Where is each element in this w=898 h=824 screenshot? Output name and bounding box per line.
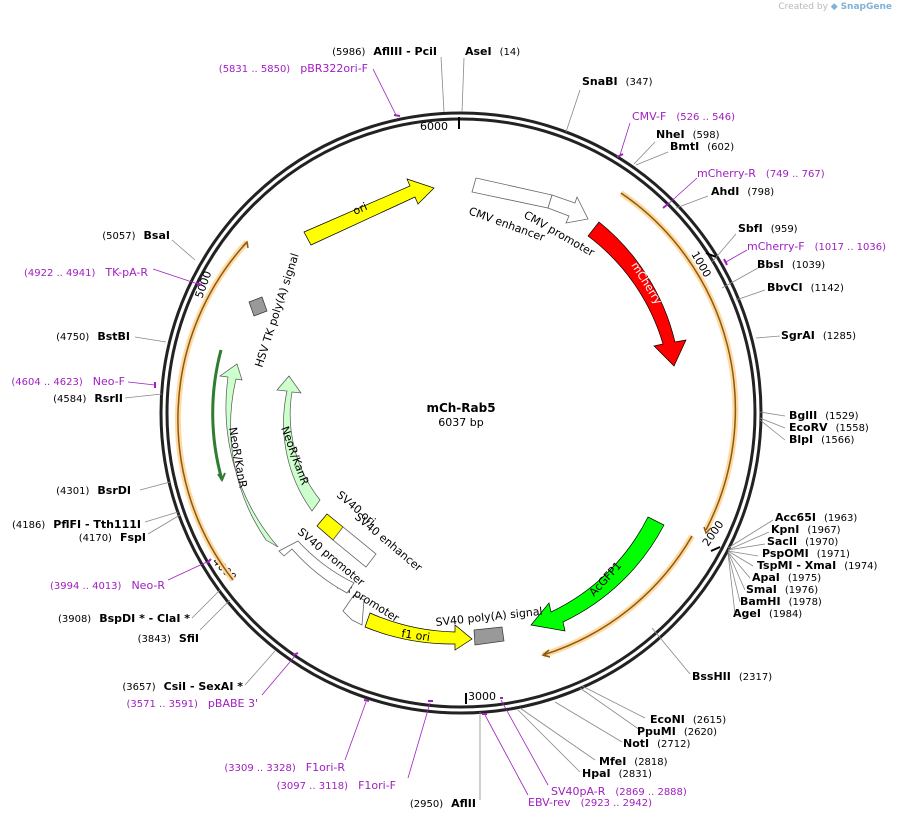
sv40-promoter-arrow[interactable] — [278, 540, 355, 594]
primer-leader-lines — [127, 68, 748, 796]
site-bbsi: BbsI(1039) — [757, 258, 825, 271]
mcherry-arrow[interactable] — [587, 221, 687, 367]
site-bspdi-clai: (3908)BspDI * - ClaI * — [58, 612, 190, 625]
site-blpi: BlpI(1566) — [789, 433, 854, 446]
orf-arcs — [174, 190, 739, 658]
sv40-polya-label: SV40 poly(A) signal — [435, 605, 543, 629]
site-labels: AseI(14) SnaBI(347) NheI(598) BmtI(602) … — [12, 45, 878, 810]
sv40-enhancer-box[interactable] — [332, 526, 377, 568]
site-hpai: HpaI(2831) — [582, 767, 652, 780]
f1-ori-arrow[interactable] — [364, 612, 473, 651]
neor-outer-label: NeoR/KanR — [226, 426, 250, 489]
snapgene-logo-icon: ◆ — [830, 2, 838, 12]
site-ppumi: PpuMI(2620) — [637, 725, 717, 738]
primer-ebv-rev: EBV-rev(2923 .. 2942) — [528, 796, 652, 809]
site-mfei: MfeI(2818) — [599, 755, 668, 768]
snapgene-watermark: Created by ◆ SnapGene — [778, 2, 892, 12]
site-sbfi: SbfI(959) — [738, 222, 798, 235]
site-leader-lines — [124, 56, 786, 800]
site-pflfi-tth111i: (4186)PflFI - Tth111I — [12, 518, 141, 531]
primer-cmv-f: CMV-F(526 .. 546) — [632, 110, 735, 123]
site-noti: NotI(2712) — [623, 737, 690, 750]
primer-f1ori-r: (3309 .. 3328)F1ori-R — [224, 761, 345, 774]
site-kpni: KpnI(1967) — [771, 523, 841, 536]
tick-3000: 3000 — [468, 690, 496, 703]
primer-f1ori-f: (3097 .. 3118)F1ori-F — [277, 779, 396, 792]
site-acc65i: Acc65I(1963) — [775, 511, 857, 524]
site-asei: AseI(14) — [465, 45, 520, 58]
site-sgrai: SgrAI(1285) — [781, 329, 856, 342]
tick-6000: 6000 — [420, 120, 448, 133]
primer-labels: CMV-F(526 .. 546) mCherry-R(749 .. 767) … — [11, 62, 886, 809]
backbone — [159, 111, 763, 715]
site-snabi: SnaBI(347) — [582, 75, 653, 88]
neor-inner-arrow[interactable] — [276, 375, 321, 512]
primer-sv40pa-r: SV40pA-R(2869 .. 2888) — [551, 785, 687, 798]
site-csii-sexai: (3657)CsiI - SexAI * — [122, 680, 243, 693]
primer-neo-r: (3994 .. 4013)Neo-R — [50, 579, 165, 592]
site-econi: EcoNI(2615) — [650, 713, 726, 726]
site-bamhi: BamHI(1978) — [740, 595, 822, 608]
site-bsshii: BssHII(2317) — [692, 670, 772, 683]
primer-mcherry-f: mCherry-F(1017 .. 1036) — [747, 240, 886, 253]
primer-neo-f: (4604 .. 4623)Neo-F — [11, 375, 125, 388]
site-ahdi: AhdI(798) — [711, 185, 774, 198]
site-ecorv: EcoRV(1558) — [789, 421, 869, 434]
ori-label: ori — [351, 200, 369, 218]
site-bglii: BglII(1529) — [789, 409, 859, 422]
f1-ori-label: f1 ori — [401, 627, 431, 644]
site-fspi: (4170)FspI — [79, 531, 146, 544]
ori-arrow[interactable] — [303, 178, 435, 246]
primer-pbabe-3: (3571 .. 3591)pBABE 3' — [127, 697, 259, 710]
site-nhei: NheI(598) — [656, 128, 720, 141]
primer-pbr322ori-f: (5831 .. 5850)pBR322ori-F — [219, 62, 368, 75]
cmv-promoter-arrow[interactable] — [547, 194, 589, 224]
neor-outer-arrow[interactable] — [219, 363, 279, 548]
plasmid-length: 6037 bp — [438, 416, 483, 429]
primer-mcherry-r: mCherry-R(749 .. 767) — [697, 167, 825, 180]
site-rsrii: (4584)RsrII — [53, 392, 123, 405]
cmv-enhancer-arrow[interactable] — [471, 177, 553, 209]
acgfp1-arrow[interactable] — [530, 516, 665, 632]
site-bsai: (5057)BsaI — [102, 229, 170, 242]
ampr-promoter-arrow[interactable] — [342, 594, 365, 626]
site-afliii-pcii: (5986)AflIII - PciI — [332, 45, 437, 58]
site-agei: AgeI(1984) — [733, 607, 802, 620]
site-bbvci: BbvCI(1142) — [767, 281, 844, 294]
site-bstbi: (4750)BstBI — [56, 330, 130, 343]
site-pspomi: PspOMI(1971) — [762, 547, 850, 560]
site-tspmi-xmai: TspMI - XmaI(1974) — [757, 559, 878, 572]
site-sfii: (3843)SfiI — [138, 632, 199, 645]
site-apai: ApaI(1975) — [752, 571, 821, 584]
site-smai: SmaI(1976) — [746, 583, 818, 596]
plasmid-name: mCh-Rab5 — [426, 401, 495, 415]
hsv-tk-polya-box[interactable] — [248, 296, 268, 317]
site-bmti: BmtI(602) — [670, 140, 734, 153]
sv40-polya-box[interactable] — [473, 626, 505, 646]
site-sacii: SacII(1970) — [767, 535, 838, 548]
site-bsrdi: (4301)BsrDI — [56, 484, 131, 497]
primer-tk-pa-r: (4922 .. 4941)TK-pA-R — [24, 266, 148, 279]
site-aflii: (2950)AflII — [410, 797, 476, 810]
